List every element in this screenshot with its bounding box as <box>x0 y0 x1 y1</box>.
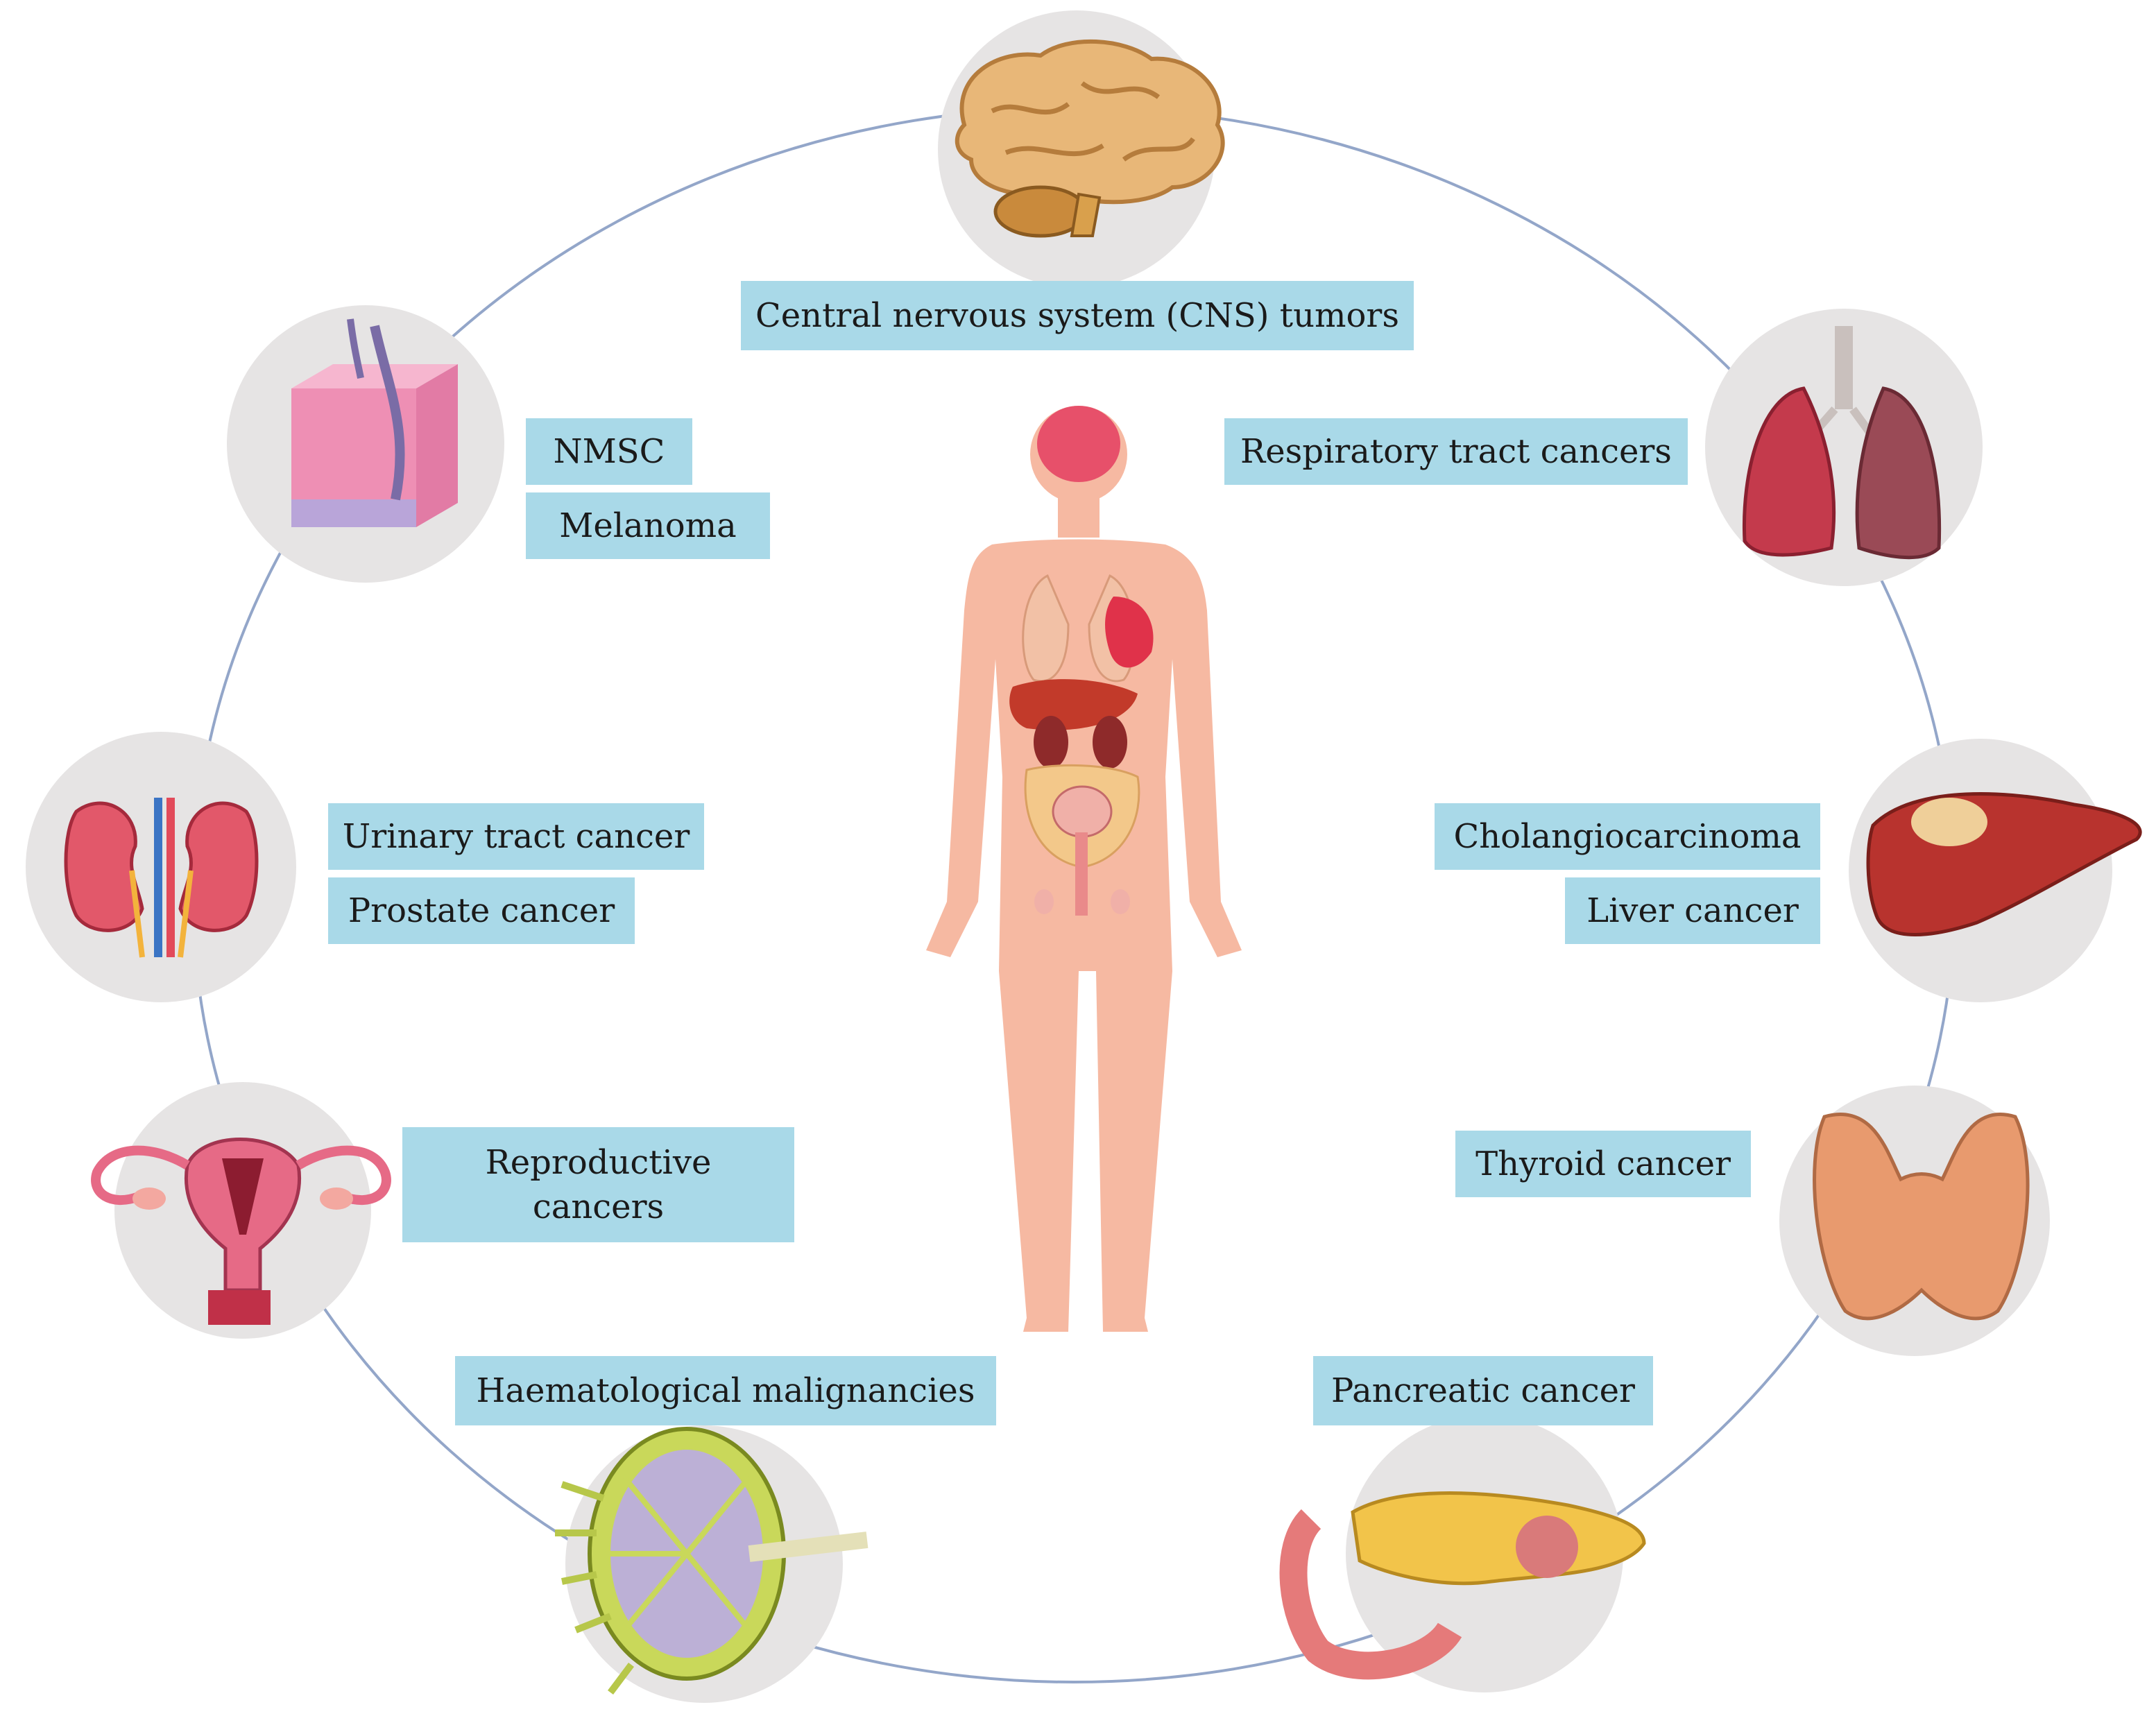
kidneys-icon <box>64 798 259 958</box>
brain-icon <box>955 39 1225 238</box>
pancreas-icon <box>1279 1491 1646 1680</box>
human-body-organs-icon <box>926 406 1242 1332</box>
uterus-icon <box>91 1138 391 1325</box>
label-liver-cancer: Liver cancer <box>1565 877 1820 944</box>
lungs-icon <box>1742 326 1942 560</box>
label-cns-tumors: Central nervous system (CNS) tumors <box>741 281 1414 350</box>
label-respiratory-tract-cancers: Respiratory tract cancers <box>1224 418 1688 485</box>
label-cholangiocarcinoma: Cholangiocarcinoma <box>1435 803 1820 870</box>
lymph-node-icon <box>555 1427 869 1695</box>
label-haematological-malignancies: Haematological malignancies <box>455 1356 996 1425</box>
label-thyroid-cancer: Thyroid cancer <box>1455 1131 1751 1197</box>
label-urinary-tract-cancer: Urinary tract cancer <box>328 803 704 870</box>
thyroid-icon <box>1813 1113 2030 1321</box>
label-prostate-cancer: Prostate cancer <box>328 877 635 944</box>
label-nmsc: NMSC <box>526 418 692 485</box>
skin-layer-icon <box>291 318 458 527</box>
label-reproductive-cancers: Reproductive cancers <box>402 1127 794 1242</box>
liver-icon <box>1866 792 2142 936</box>
label-pancreatic-cancer: Pancreatic cancer <box>1313 1356 1653 1425</box>
label-melanoma: Melanoma <box>526 492 770 559</box>
